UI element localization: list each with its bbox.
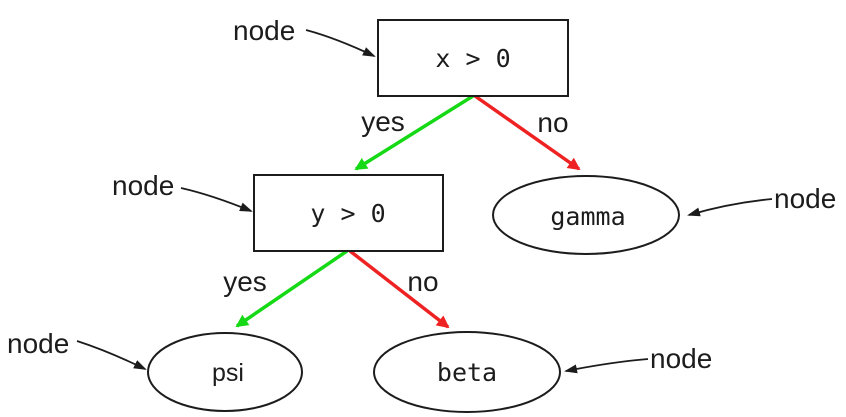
annotation-arrow-root — [305, 29, 376, 57]
decision-node-y — [253, 174, 444, 252]
edge-internal-no — [348, 249, 450, 329]
annotation-arrow-internal — [180, 187, 253, 212]
edge-label-no-internal: no — [407, 266, 438, 297]
decision-node-y-label: y > 0 — [310, 199, 385, 228]
annotation-node-label-internal: node — [112, 170, 174, 201]
annotation-node-label-beta: node — [650, 343, 712, 374]
annotation-arrow-psi — [76, 340, 147, 370]
leaf-node-psi-label: psi — [212, 359, 244, 387]
edge-internal-yes — [235, 249, 348, 328]
decision-node-x — [377, 19, 569, 97]
leaf-node-gamma-label: gamma — [550, 202, 625, 231]
edge-label-yes-root: yes — [361, 106, 405, 137]
annotation-arrow-beta — [564, 358, 649, 374]
decision-node-x-label: x > 0 — [435, 44, 510, 73]
edge-label-yes-internal: yes — [223, 266, 267, 297]
annotation-node-label-gamma: node — [774, 183, 836, 214]
edge-label-no-root: no — [537, 107, 568, 138]
annotation-node-label-root: node — [233, 15, 295, 46]
leaf-node-psi — [147, 332, 303, 412]
edge-root-no — [473, 94, 581, 171]
edge-root-yes — [354, 94, 474, 171]
annotation-node-label-psi: node — [7, 328, 69, 359]
leaf-node-beta-label: beta — [437, 358, 497, 387]
leaf-node-gamma — [492, 175, 680, 255]
annotation-arrow-gamma — [687, 198, 773, 217]
leaf-node-beta — [373, 331, 561, 413]
